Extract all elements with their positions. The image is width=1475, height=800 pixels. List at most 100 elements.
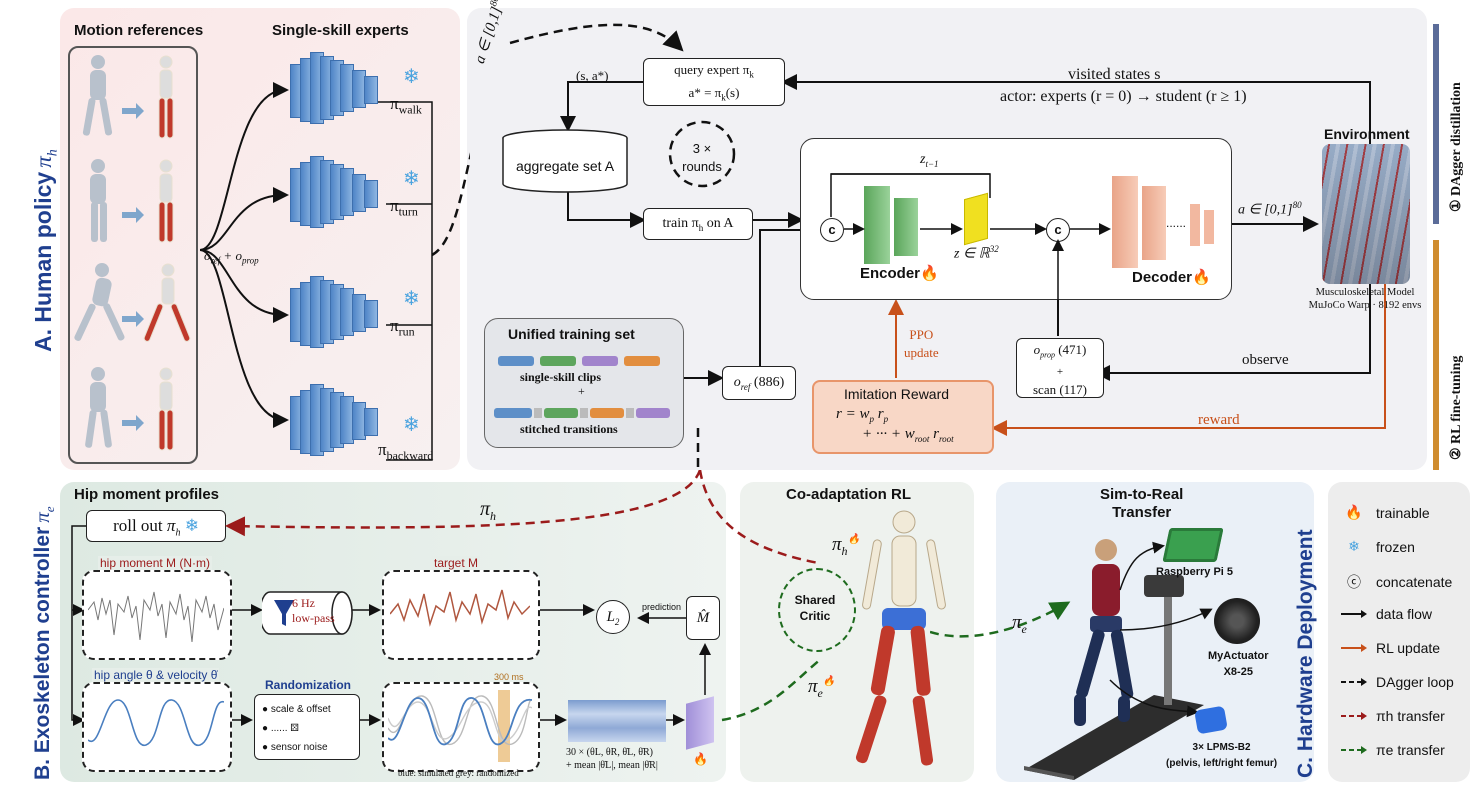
- legend-row: data flow: [1332, 606, 1432, 622]
- figure-walk: [82, 55, 113, 136]
- oref-box: oref (886): [722, 366, 796, 400]
- figure-run: [74, 263, 125, 341]
- flame-icon: 🔥: [822, 676, 836, 687]
- stage1-bar: [1433, 24, 1439, 224]
- arrow-black-icon: [1332, 606, 1376, 622]
- decoder-layer: [1112, 176, 1138, 268]
- observe-label: observe: [1242, 352, 1289, 368]
- expert-backward-label: πbackward: [378, 440, 434, 463]
- arrow-dashed-green-icon: [1332, 742, 1376, 758]
- environment-image: [1322, 144, 1410, 284]
- list-item: ● scale & offset: [262, 704, 331, 715]
- legend-background: [1328, 482, 1470, 782]
- imu-label: 3× LPMS-B2(pelvis, left/right femur): [1166, 742, 1278, 769]
- observation-label: oref + oprop: [204, 248, 259, 266]
- snowflake-icon: ❄: [403, 414, 420, 436]
- randomization-list: ● scale & offset ● ...... ⚄ ● sensor noi…: [262, 700, 331, 757]
- input-window-bar: [568, 700, 666, 742]
- decoder-label: Decoder🔥: [1132, 269, 1211, 286]
- single-skill-clips-label: single-skill clips: [520, 370, 602, 384]
- mhat-box: M̂: [686, 596, 720, 640]
- imitation-reward-box: [812, 380, 994, 454]
- legend-row: RL update: [1332, 640, 1440, 656]
- decoder-layer: [1142, 186, 1166, 260]
- environment-title: Environment: [1324, 126, 1410, 142]
- expert-turn-network: [290, 152, 390, 232]
- clip-bars: [494, 356, 670, 418]
- target-moment-chart: [382, 570, 540, 660]
- hip-moment-chart: [82, 570, 232, 660]
- sim-caption: blue: simulated grey: randomized: [398, 768, 519, 778]
- flame-icon: 🔥: [1345, 504, 1363, 520]
- rounds-label: 3 ×rounds: [682, 141, 722, 174]
- hip-moment-title: hip moment M (N·m): [98, 556, 213, 570]
- panel-a-title: A. Human policyπh: [30, 149, 61, 352]
- decoder-dots: ......: [1166, 216, 1187, 230]
- stage2-bar: [1433, 240, 1439, 470]
- concat-icon: ⓒ: [1347, 574, 1361, 590]
- prediction-label: prediction: [642, 602, 682, 612]
- state-action-label: (s, a*): [576, 68, 609, 83]
- hip-angle-signal: [88, 699, 224, 746]
- expert-run-network: [290, 272, 390, 352]
- exo-policy-network: [686, 696, 714, 750]
- snowflake-icon: ❄: [1348, 538, 1360, 554]
- treadmill-scene: [1024, 539, 1204, 780]
- decoder-layer: [1204, 210, 1214, 244]
- figure-turn: [90, 159, 107, 242]
- target-moment-title: target M: [432, 556, 481, 570]
- legend-row: 🔥trainable: [1332, 504, 1429, 521]
- skeleton-figure: [855, 510, 946, 766]
- expert-turn-label: πturn: [390, 196, 418, 219]
- rounds-loop-icon: [668, 120, 736, 188]
- motion-references-frame: [68, 46, 198, 464]
- pi-h-transfer-label: πh: [480, 498, 497, 523]
- panel-c-title: C. Hardware Deployment: [1294, 529, 1317, 778]
- concat-node-1: c: [820, 218, 844, 242]
- encoder-layer: [864, 186, 890, 264]
- target-moment-signal: [390, 589, 530, 627]
- encoder-layer: [894, 198, 918, 256]
- reward-equation-1: r = wp rp: [836, 406, 889, 424]
- motion-figures: [74, 55, 191, 451]
- legend-row: DAgger loop: [1332, 674, 1454, 690]
- flame-icon: 🔥: [1192, 269, 1211, 286]
- plus-label: +: [578, 384, 585, 398]
- sim2real-pi-e: πe: [1012, 612, 1027, 636]
- arrow-orange-icon: [1332, 640, 1376, 656]
- expert-backward-network: [290, 380, 390, 460]
- rollout-box: roll out πh ❄: [86, 510, 226, 542]
- raspberry-pi-label: Raspberry Pi 5: [1156, 566, 1234, 578]
- coadapt-pi-e: πe🔥: [808, 676, 836, 700]
- network-arrows: [830, 173, 1111, 308]
- motion-references-title: Motion references: [74, 22, 204, 39]
- flame-icon: 🔥: [847, 534, 860, 545]
- randomization-title: Randomization: [265, 678, 351, 692]
- flame-icon: 🔥: [920, 265, 939, 282]
- figure-backward: [85, 367, 112, 448]
- legend-row: πe transfer: [1332, 742, 1445, 758]
- panel-a-arrows: [199, 82, 470, 461]
- stage1-label: ① DAgger distillation: [1449, 82, 1464, 212]
- decoder-layer: [1190, 204, 1200, 246]
- legend-row: πh transfer: [1332, 708, 1445, 724]
- imitation-reward-title: Imitation Reward: [844, 386, 950, 402]
- list-item: ● sensor noise: [262, 742, 328, 753]
- lowpass-filter-icon: [262, 591, 353, 635]
- arrow-dashed-black-icon: [1332, 674, 1376, 690]
- action-output-label: a ∈ [0,1]80: [1238, 200, 1302, 218]
- encoder-label: Encoder🔥: [860, 265, 939, 282]
- hip-angle-title: hip angle θ & velocity θ̇: [92, 668, 220, 682]
- randomization-box: [254, 694, 360, 760]
- actor-schedule-label: actor: experts (r = 0) → student (r ≥ 1): [1000, 88, 1247, 105]
- pi-e-transfer-arrow: [930, 601, 1071, 638]
- randomized-angle-chart: [382, 682, 540, 772]
- aggregate-set-label: aggregate set A: [515, 158, 615, 174]
- dice-icon: ⚄: [290, 723, 299, 734]
- panel-b-title: B. Exoskeleton controllerπe: [30, 506, 58, 780]
